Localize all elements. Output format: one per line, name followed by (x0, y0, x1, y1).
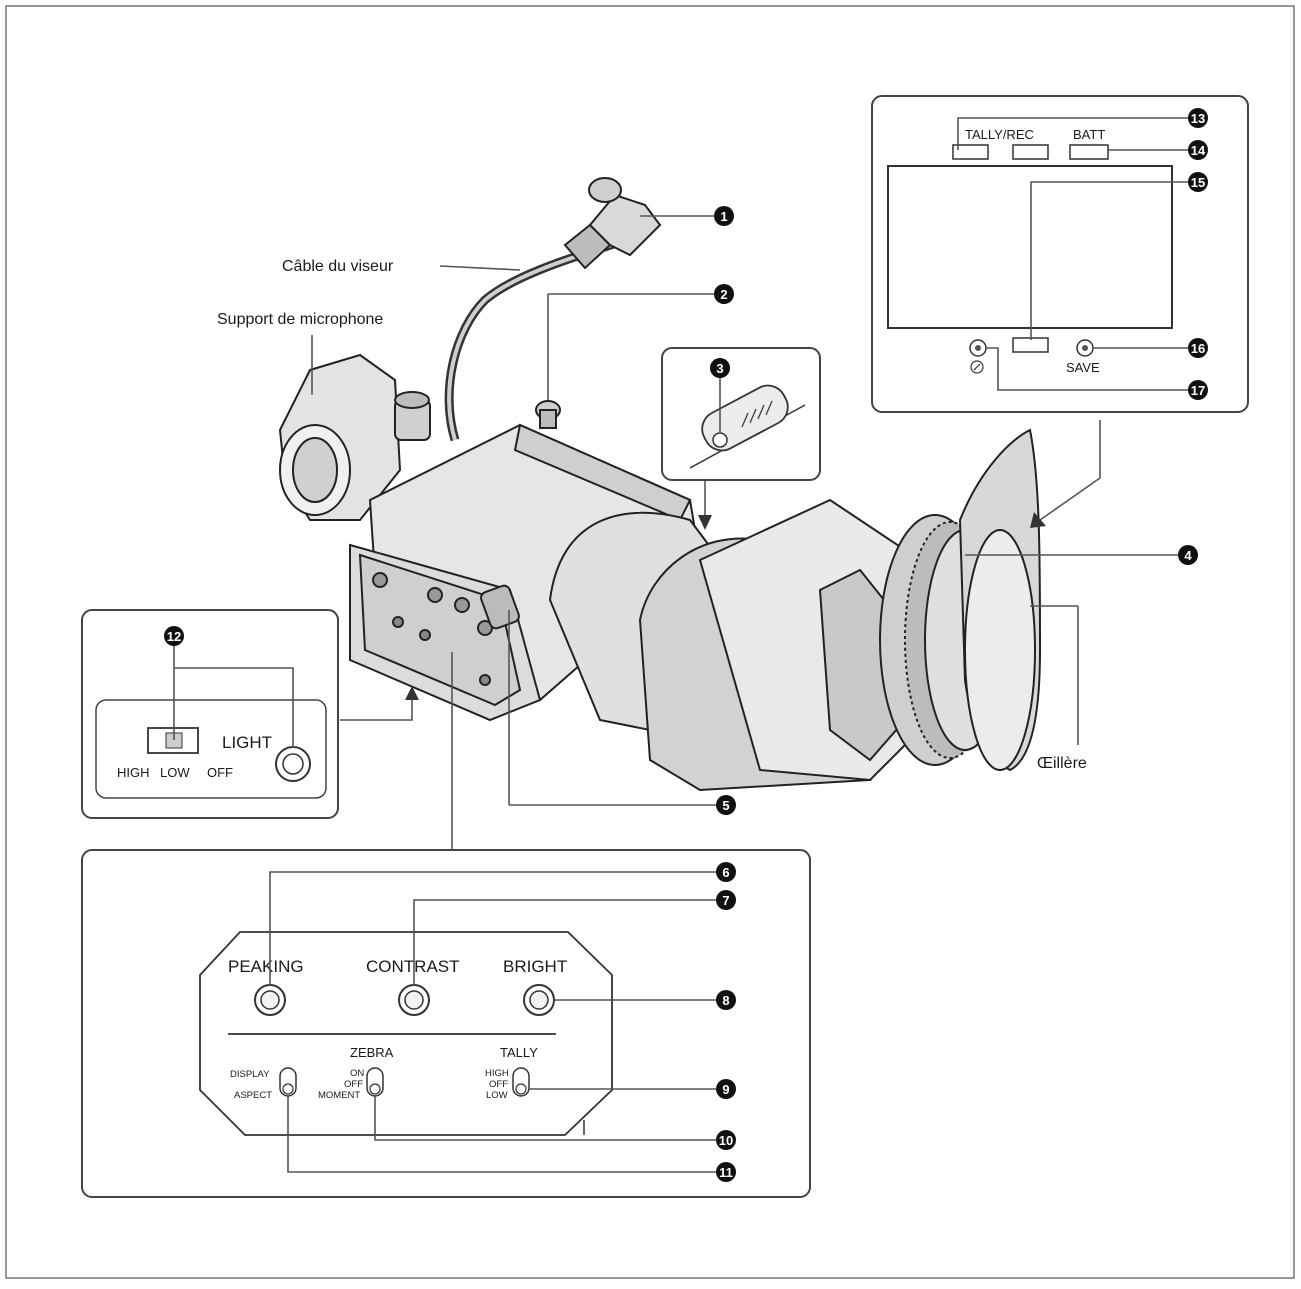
eyepiece-hood (548, 498, 932, 792)
viewfinder-illustration (278, 177, 1042, 792)
leader-lines (311, 215, 1178, 850)
mic-holder (278, 353, 431, 521)
svg-text:12: 12 (167, 629, 181, 644)
zebra-label: ZEBRA (350, 1045, 394, 1060)
display-label: DISPLAY (230, 1069, 270, 1080)
top-panel: TALLY/REC BATT SAVE (871, 95, 1249, 413)
svg-text:11: 11 (719, 1165, 733, 1180)
light-off-label: OFF (207, 765, 233, 780)
light-switch[interactable] (147, 727, 199, 754)
zebra-on-label: ON (350, 1068, 364, 1079)
aspect-label: ASPECT (234, 1090, 272, 1101)
callout-5: 5 (716, 795, 736, 815)
callout-9: 9 (716, 1079, 736, 1099)
light-label: LIGHT (222, 733, 272, 752)
light-high-label: HIGH (117, 765, 150, 780)
svg-text:1: 1 (720, 209, 727, 224)
svg-text:4: 4 (1184, 548, 1192, 563)
batt-lamp (1069, 144, 1109, 160)
batt-label: BATT (1073, 127, 1105, 142)
callout-11: 11 (716, 1162, 736, 1182)
svg-text:8: 8 (722, 993, 729, 1008)
contrast-label: CONTRAST (366, 957, 460, 976)
callout-12: 12 (164, 626, 184, 646)
svg-text:7: 7 (722, 893, 729, 908)
callout-15: 15 (1188, 172, 1208, 192)
callout-10: 10 (716, 1130, 736, 1150)
save-label: SAVE (1066, 360, 1100, 375)
callout-1: 1 (714, 206, 734, 226)
svg-text:6: 6 (722, 865, 729, 880)
tally-high-label: HIGH (485, 1068, 509, 1079)
eyecup (958, 428, 1042, 772)
svg-text:9: 9 (722, 1082, 729, 1097)
light-panel: LIGHT HIGH LOW OFF (81, 609, 339, 819)
tally-off-label: OFF (489, 1079, 508, 1090)
mic-holder-label: Support de microphone (217, 311, 383, 328)
callout-3: 3 (710, 358, 730, 378)
monitor-screen (887, 165, 1173, 329)
tally-rec-label: TALLY/REC (965, 127, 1034, 142)
control-panel: PEAKING CONTRAST BRIGHT ZEBRA TALLY DISP… (81, 849, 811, 1198)
svg-text:10: 10 (719, 1133, 733, 1148)
viewfinder-cable-label: Câble du viseur (282, 258, 394, 275)
callout-16: 16 (1188, 338, 1208, 358)
svg-text:17: 17 (1191, 383, 1205, 398)
zebra-moment-label: MOMENT (318, 1090, 360, 1101)
callout-4: 4 (1178, 545, 1198, 565)
svg-text:16: 16 (1191, 341, 1205, 356)
light-low-label: LOW (160, 765, 190, 780)
svg-text:3: 3 (716, 361, 723, 376)
svg-text:2: 2 (720, 287, 727, 302)
tally-lamp-right (1012, 144, 1049, 160)
svg-text:5: 5 (722, 798, 729, 813)
callout-13: 13 (1188, 108, 1208, 128)
tally-low-label: LOW (486, 1090, 508, 1101)
peaking-label: PEAKING (228, 957, 304, 976)
inset-detail-3 (661, 347, 821, 481)
callout-14: 14 (1188, 140, 1208, 160)
arrow-heads (405, 512, 1046, 700)
tally-label: TALLY (500, 1045, 538, 1060)
callout-8: 8 (716, 990, 736, 1010)
callout-17: 17 (1188, 380, 1208, 400)
callout-6: 6 (716, 862, 736, 882)
callout-badges: 1 2 3 4 5 6 7 8 9 10 11 12 13 14 15 16 1… (164, 108, 1208, 1182)
callout-7: 7 (716, 890, 736, 910)
zebra-off-label: OFF (344, 1079, 363, 1090)
svg-text:14: 14 (1191, 143, 1206, 158)
rear-tally-lamp (1012, 337, 1049, 353)
svg-text:13: 13 (1191, 111, 1205, 126)
svg-text:15: 15 (1191, 175, 1205, 190)
eyecup-label: Œillère (1037, 755, 1087, 772)
callout-2: 2 (714, 284, 734, 304)
tally-lamp-left (952, 144, 989, 160)
bright-label: BRIGHT (503, 957, 567, 976)
